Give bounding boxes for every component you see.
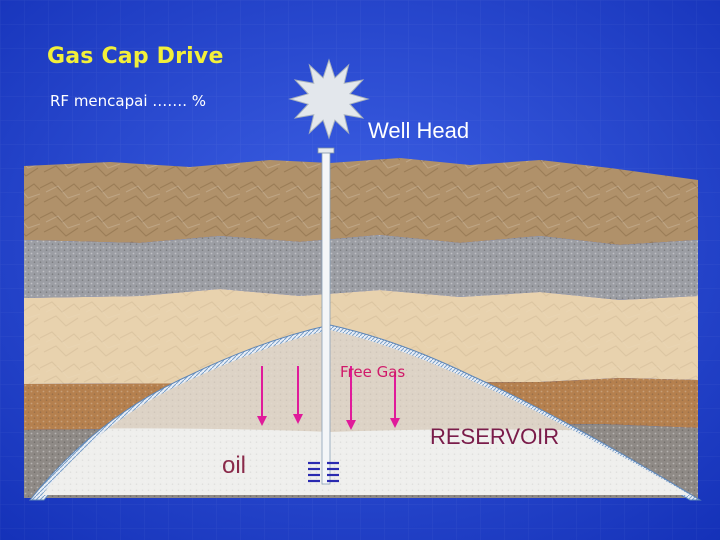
downward-arrow-icon (293, 366, 303, 424)
wellhead-starburst-icon (288, 58, 370, 140)
downward-arrow-icon (257, 366, 267, 426)
downward-arrow-icon (346, 366, 356, 430)
slide-title: Gas Cap Drive (47, 44, 224, 69)
recovery-factor-text: RF mencapai ……. % (50, 92, 207, 110)
well-bore (321, 151, 331, 485)
wellhead-cap (317, 147, 335, 154)
oil-label: oil (222, 452, 247, 479)
free-gas-label: Free Gas (340, 363, 406, 381)
reservoir-label: RESERVOIR (430, 424, 560, 449)
downward-arrow-icon (390, 372, 400, 428)
perforation-icon (308, 461, 339, 483)
well-head-label: Well Head (368, 118, 470, 143)
well (288, 58, 370, 485)
gas-expansion-arrows (257, 366, 400, 430)
